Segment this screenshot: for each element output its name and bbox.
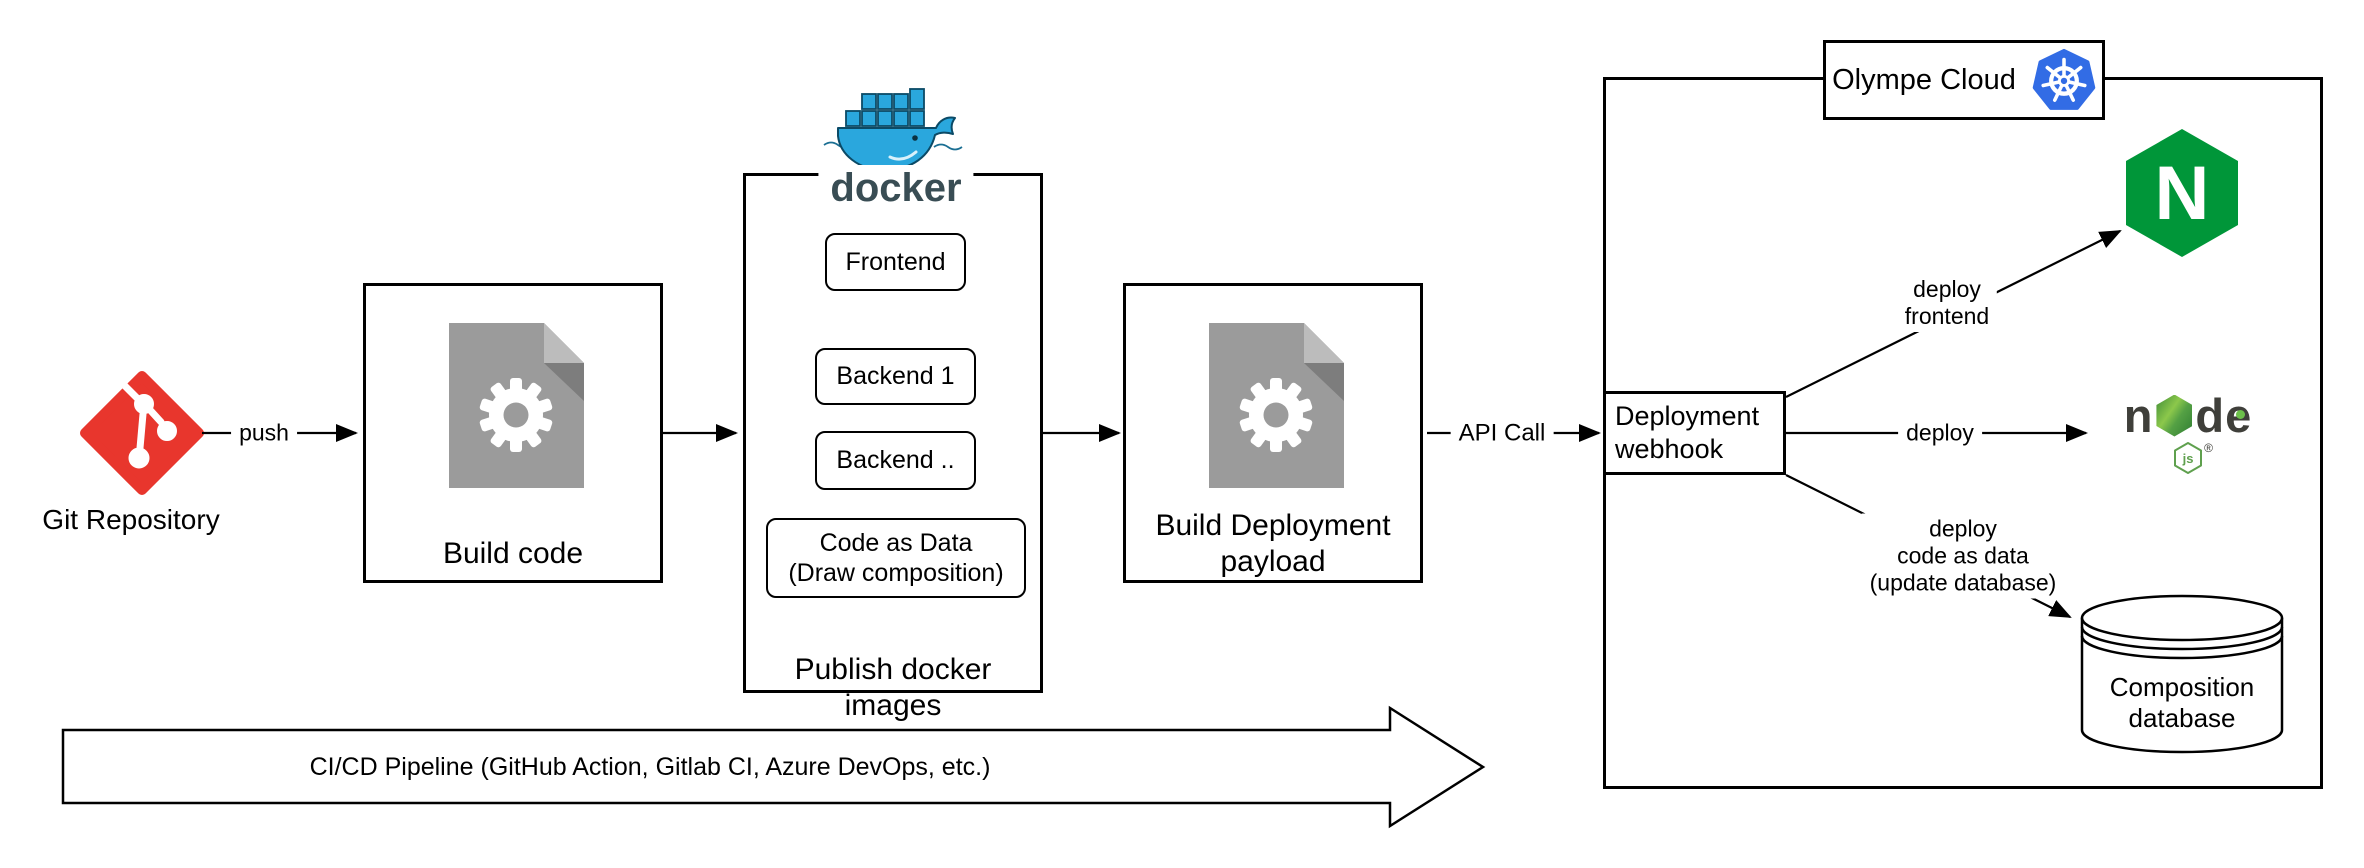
nodejs-letter-e: e [2225,388,2252,443]
edge-label-api-call: API Call [1450,417,1554,449]
docker-image-frontend-label: Frontend [845,247,946,276]
edge-label-deploy-frontend: deploy frontend [1896,274,1998,332]
nodejs-icon: n d e js ® [2106,388,2270,475]
docker-image-backend-n: Backend .. [815,431,976,490]
nodejs-js-text: js [2182,451,2194,466]
olympe-cloud-title-box: Olympe Cloud [1823,40,2105,120]
database-icon [2080,594,2284,754]
docker-image-code-as-data: Code as Data (Draw composition) [766,518,1026,598]
edge-label-deploy: deploy [1898,417,1982,449]
cicd-pipeline-arrow [61,705,1486,829]
publish-docker-images-label: Publish docker images [794,653,992,722]
build-code-node: Build code [363,283,663,583]
docker-whale-icon [823,88,963,171]
nodejs-hexagon-o [2156,394,2193,437]
kubernetes-icon [2032,48,2096,110]
publish-docker-images-node: docker Frontend Backend 1 Backend .. Cod… [743,88,1043,722]
edge-label-deploy-code-as-data: deploy code as data (update database) [1861,513,2065,599]
build-code-label: Build code [442,537,584,570]
docker-wordmark: docker [818,165,974,211]
docker-image-frontend: Frontend [825,233,966,291]
olympe-cloud-title: Olympe Cloud [1832,63,2016,96]
docker-image-backend-n-label: Backend .. [836,446,955,474]
nodejs-wordmark: n d e [2124,388,2253,443]
nodejs-letter-n: n [2123,389,2154,442]
cicd-pipeline-label: CI/CD Pipeline (GitHub Action, Gitlab CI… [309,753,991,781]
nginx-icon: N [2126,129,2238,257]
deployment-webhook-node: Deployment webhook [1603,391,1786,475]
registered-mark: ® [2204,441,2213,455]
build-deployment-payload-label: Build Deployment payload [1155,509,1391,578]
nodejs-e-dot [2236,410,2246,419]
edge-label-push: push [231,417,297,449]
document-gear-icon [1209,323,1344,488]
nodejs-js-badge: js ® [2173,441,2213,475]
build-deployment-payload-node: Build Deployment payload [1123,283,1423,583]
docker-image-code-as-data-label: Code as Data (Draw composition) [788,529,1004,587]
docker-image-backend-1: Backend 1 [815,348,976,405]
document-gear-icon [449,323,584,488]
nodejs-letter-d: d [2195,389,2226,442]
composition-database-label: Composition database [2109,672,2255,733]
git-icon [80,371,204,495]
nginx-letter: N [2154,150,2210,236]
docker-image-backend-1-label: Backend 1 [836,362,955,390]
git-repository-label: Git Repository [42,504,220,535]
